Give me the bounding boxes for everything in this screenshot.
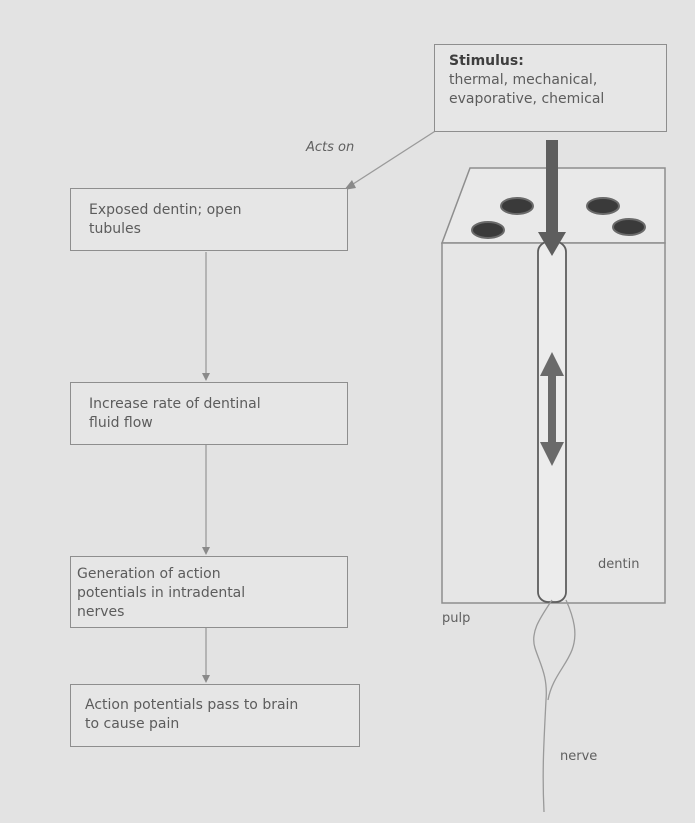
flow-arrow-3-head bbox=[202, 675, 210, 683]
stimulus-box: Stimulus: thermal, mechanical, evaporati… bbox=[434, 44, 667, 132]
flow-arrow-2-head bbox=[202, 547, 210, 555]
tubule-opening-2 bbox=[587, 198, 619, 214]
flow-step-text: Exposed dentin; open tubules bbox=[89, 201, 347, 239]
flow-step-text: Increase rate of dentinal fluid flow bbox=[89, 395, 347, 433]
flow-step-exposed-dentin: Exposed dentin; open tubules bbox=[70, 188, 348, 251]
stimulus-arrow-shaft bbox=[546, 140, 558, 242]
nerve-label: nerve bbox=[560, 749, 597, 764]
flow-arrow-1-head bbox=[202, 373, 210, 381]
nerve-fibre bbox=[534, 600, 552, 812]
flow-step-pain: Action potentials pass to brain to cause… bbox=[70, 684, 360, 747]
acts-on-label: Acts on bbox=[306, 140, 354, 155]
fluid-flow-arrow-shaft bbox=[548, 366, 556, 450]
dentin-label: dentin bbox=[598, 557, 639, 572]
flow-step-fluid-flow: Increase rate of dentinal fluid flow bbox=[70, 382, 348, 445]
acts-on-arrow bbox=[350, 128, 440, 186]
tubule-opening-3 bbox=[472, 222, 504, 238]
nerve-fibre-branch bbox=[548, 600, 575, 700]
flow-step-text: Generation of action potentials in intra… bbox=[77, 565, 347, 622]
stimulus-types: thermal, mechanical, evaporative, chemic… bbox=[449, 71, 666, 109]
flow-step-action-potentials: Generation of action potentials in intra… bbox=[70, 556, 348, 628]
tubule-opening-1 bbox=[501, 198, 533, 214]
stimulus-title: Stimulus: bbox=[449, 52, 666, 71]
pulp-label: pulp bbox=[442, 611, 470, 626]
tubule-opening-4 bbox=[613, 219, 645, 235]
flow-step-text: Action potentials pass to brain to cause… bbox=[85, 696, 359, 734]
